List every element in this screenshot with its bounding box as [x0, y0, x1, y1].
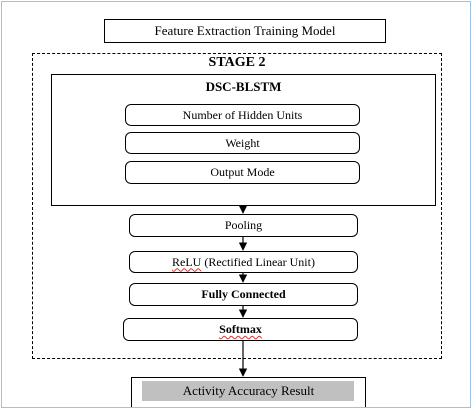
- fully-connected-label: Fully Connected: [201, 287, 286, 301]
- result-highlight: [142, 381, 354, 401]
- hidden-units-box: Number of Hidden Units: [125, 104, 360, 126]
- stage-2-title: STAGE 2: [208, 55, 266, 70]
- weight-box: Weight: [125, 132, 360, 154]
- weight-label: Weight: [225, 135, 260, 150]
- relu-prefix: ReLU: [172, 254, 202, 269]
- softmax-box: Softmax: [123, 318, 358, 341]
- stage-2-container: [32, 53, 442, 359]
- feature-extraction-label: Feature Extraction Training Model: [154, 23, 336, 38]
- softmax-label: Softmax: [219, 322, 262, 336]
- result-label: Activity Accuracy Result: [182, 382, 315, 398]
- result-box: Activity Accuracy Result: [131, 377, 366, 407]
- hidden-units-label: Number of Hidden Units: [182, 107, 303, 122]
- relu-rest: (Rectified Linear Unit): [201, 254, 315, 269]
- pooling-box: Pooling: [129, 214, 358, 237]
- relu-box: ReLU (Rectified Linear Unit): [129, 251, 358, 273]
- dsc-blstm-title: DSC-BLSTM: [205, 79, 282, 94]
- output-mode-label: Output Mode: [210, 165, 275, 179]
- feature-extraction-box: Feature Extraction Training Model: [104, 19, 386, 43]
- pooling-label: Pooling: [224, 218, 263, 232]
- relu-label: ReLU (Rectified Linear Unit): [172, 255, 315, 270]
- output-mode-box: Output Mode: [125, 161, 360, 184]
- fully-connected-box: Fully Connected: [129, 283, 358, 306]
